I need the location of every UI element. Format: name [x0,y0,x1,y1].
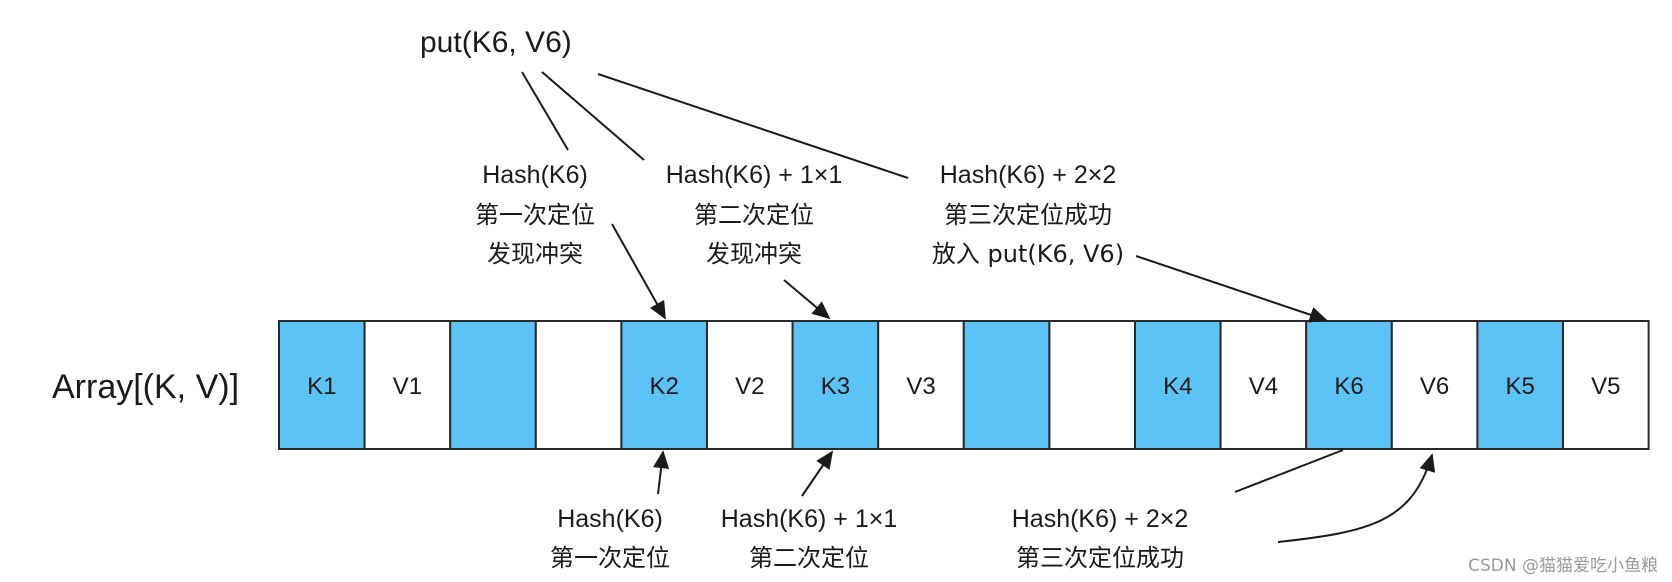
bottom-third-success: 第三次定位成功 [1016,544,1184,572]
bottom-label-first: Hash(K6) 第一次定位 [550,505,670,572]
array-cell-0 [278,320,366,450]
array-cell-label-15: V5 [1591,373,1620,400]
arrow-top-third-to-k6 [1135,255,1328,323]
array-cell-10 [1134,320,1222,450]
bottom-second-hash: Hash(K6) + 1×1 [721,505,898,533]
bottom-first-hash: Hash(K6) [557,505,663,533]
array-cell-11 [1219,320,1308,450]
arrow-bottom-second-to-k3 [801,450,834,497]
bottom-first-locate: 第一次定位 [550,544,670,572]
top-third-hash: Hash(K6) + 2×2 [940,161,1117,189]
array-cells: K1 V1 K2 V2 K3 V3 K4 V4 K6 V6 K5 V5 [278,320,1650,450]
array-cell-label-6: K3 [821,373,850,400]
array-cell-label-14: K5 [1506,373,1535,400]
watermark: CSDN @猫猫爱吃小鱼粮 [1468,556,1658,576]
array-cell-label-5: V2 [735,373,764,400]
array-cell-12 [1305,320,1393,450]
bottom-label-third: Hash(K6) + 2×2 第三次定位成功 [1012,505,1189,572]
array-cell-8 [962,320,1051,450]
connector-to-second [541,71,645,161]
top-first-conflict: 发现冲突 [487,240,583,268]
array-cell-label-1: V1 [393,373,422,400]
array-cell-label-12: K6 [1334,373,1363,400]
top-label-first: Hash(K6) 第一次定位 发现冲突 [475,161,595,268]
array-cell-label-0: K1 [307,373,336,400]
top-third-put: 放入 put(K6, V6) [932,240,1124,268]
top-first-hash: Hash(K6) [482,161,588,189]
array-cell-6 [791,320,880,450]
array-cell-label-10: K4 [1163,373,1192,400]
array-cell-label-11: V4 [1249,373,1278,400]
array-cell-2 [449,320,537,450]
array-cell-9 [1048,320,1137,450]
top-second-hash: Hash(K6) + 1×1 [666,161,843,189]
array-cell-4 [620,320,709,450]
top-label-second: Hash(K6) + 1×1 第二次定位 发现冲突 [666,161,843,268]
array-cell-label-7: V3 [906,373,935,400]
array-cell-13 [1390,320,1479,450]
connector-to-third [597,73,909,179]
arrow-bottom-third-to-v6 [1277,453,1436,543]
connector-to-first [521,71,569,151]
array-cell-label-4: K2 [650,373,679,400]
arrow-top-first-to-k2 [611,223,666,320]
array-cell-label-13: V6 [1420,373,1449,400]
array-cell-7 [877,320,965,450]
top-third-success: 第三次定位成功 [944,201,1112,229]
array-cell-1 [363,320,452,450]
diagram-title: put(K6, V6) [420,26,572,59]
array-cell-15 [1562,320,1650,450]
arrow-top-second-to-k3 [783,279,831,320]
bottom-second-locate: 第二次定位 [749,544,869,572]
arrow-bottom-first-to-k2 [653,450,670,495]
top-label-third: Hash(K6) + 2×2 第三次定位成功 放入 put(K6, V6) [932,161,1124,268]
bottom-label-second: Hash(K6) + 1×1 第二次定位 [721,505,898,572]
array-cell-3 [534,320,623,450]
top-second-locate: 第二次定位 [694,201,814,229]
top-first-locate: 第一次定位 [475,201,595,229]
top-second-conflict: 发现冲突 [706,240,802,268]
connector-bottom-third-to-k6 [1234,449,1344,493]
array-label: Array[(K, V)] [52,368,239,406]
bottom-third-hash: Hash(K6) + 2×2 [1012,505,1189,533]
